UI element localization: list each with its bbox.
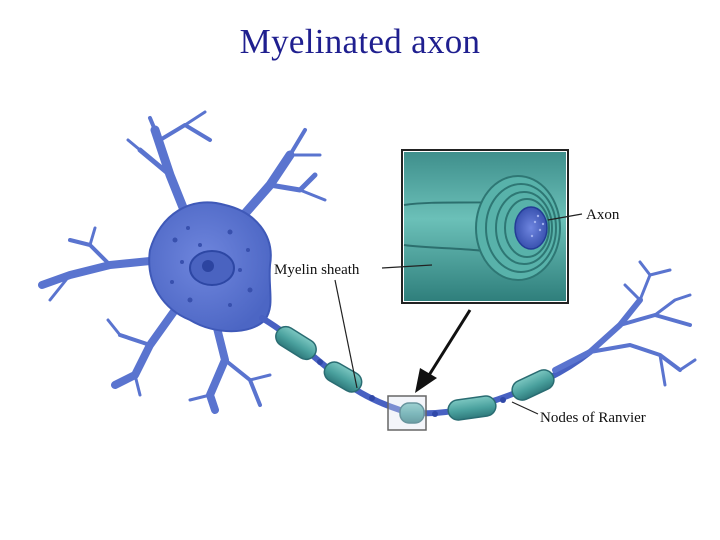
nissl-granules xyxy=(170,226,253,307)
leader-lines xyxy=(334,213,583,415)
node-of-ranvier xyxy=(317,359,323,365)
axon-terminals xyxy=(552,260,697,387)
arrow-down-left-icon xyxy=(415,309,472,393)
myelin-segment xyxy=(399,402,425,424)
cell-body xyxy=(148,201,272,333)
myelin-segment xyxy=(275,325,317,361)
axon-label: Axon xyxy=(586,207,620,223)
myelin-segment xyxy=(323,361,363,393)
axon-cross-section xyxy=(514,206,548,250)
myelin-leader-segment xyxy=(334,279,358,389)
page-title: Myelinated axon xyxy=(239,22,481,61)
nucleolus xyxy=(202,260,214,272)
node-highlight-box xyxy=(387,395,427,431)
node-of-ranvier xyxy=(432,411,438,417)
node-of-ranvier xyxy=(500,397,506,403)
myelin-sheath-label: Myelin sheath xyxy=(274,262,360,278)
dendrites xyxy=(38,110,327,414)
myelin-leader-inset xyxy=(381,264,433,269)
node-of-ranvier xyxy=(369,395,375,401)
ranvier-leader xyxy=(511,401,539,415)
inset-cross-section xyxy=(401,149,569,304)
nodes-of-ranvier-label: Nodes of Ranvier xyxy=(540,410,646,426)
nodes-of-ranvier xyxy=(317,359,506,417)
myelin-segment xyxy=(511,369,555,401)
axon-leader xyxy=(547,213,583,221)
axoplasm-dots xyxy=(530,214,545,238)
myelin-segment xyxy=(447,395,497,421)
myelin-segments xyxy=(275,325,555,424)
